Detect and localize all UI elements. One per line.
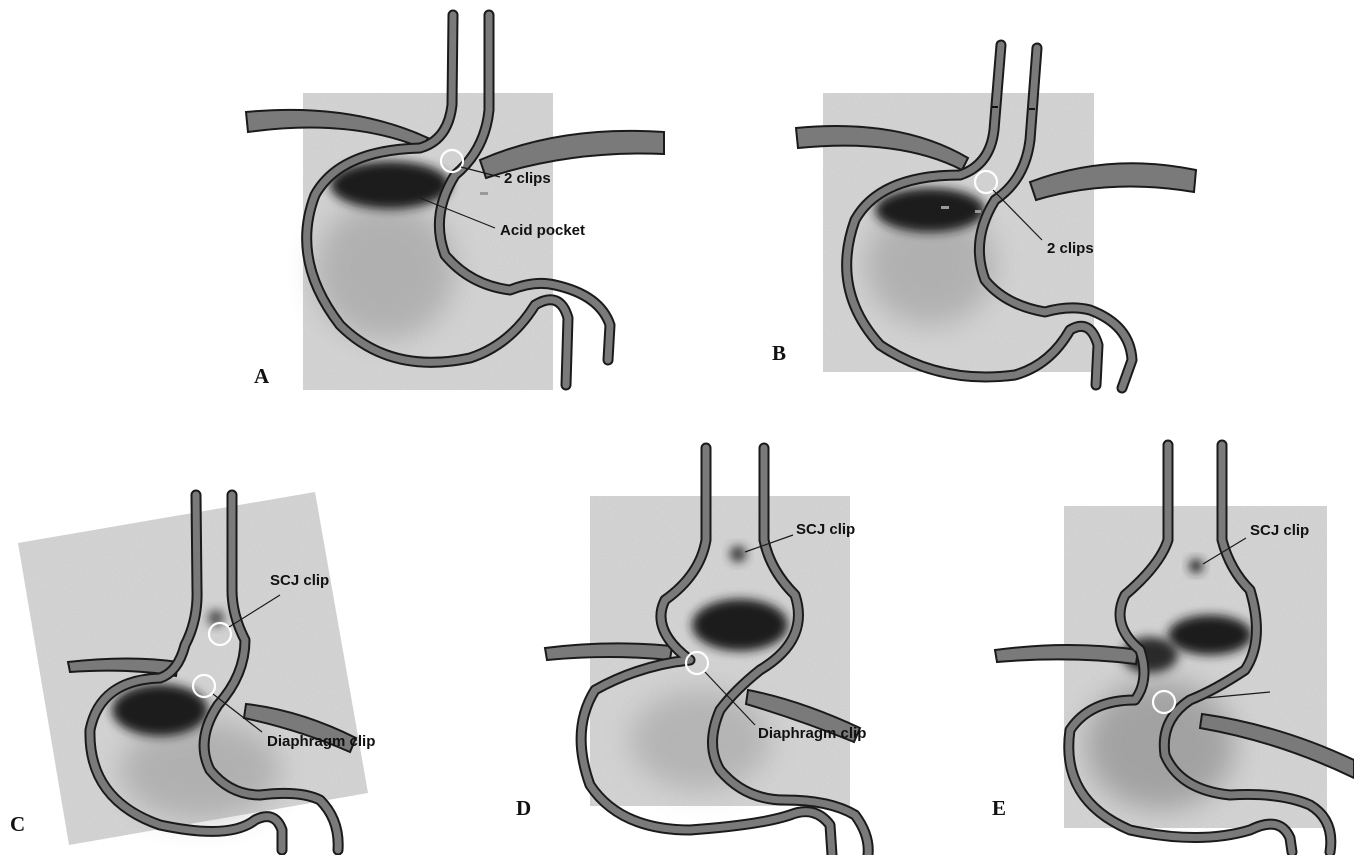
activity-d — [692, 599, 788, 651]
panel-b: 2 clips B — [772, 45, 1196, 388]
callout-scj-clip-e: SCJ clip — [1250, 522, 1309, 539]
tick-b-2 — [1029, 108, 1035, 110]
marker-b-2 — [975, 210, 981, 213]
panel-d: SCJ clip Diaphragm clip D — [516, 448, 868, 855]
scj-spot-e — [1189, 559, 1203, 573]
panel-letter-d: D — [516, 796, 531, 820]
callout-2-clips-a: 2 clips — [504, 170, 551, 187]
scj-spot-d — [730, 546, 746, 562]
marker-a — [480, 192, 488, 195]
panel-e: SCJ clip E — [992, 445, 1354, 852]
activity-b — [875, 188, 985, 232]
panel-letter-b: B — [772, 341, 786, 365]
callout-scj-clip-d: SCJ clip — [796, 521, 855, 538]
callout-scj-clip-c: SCJ clip — [270, 572, 329, 589]
panel-letter-c: C — [10, 812, 25, 836]
panel-c: SCJ clip Diaphragm clip C — [10, 492, 375, 850]
callout-diaphragm-clip-c: Diaphragm clip — [267, 733, 375, 750]
panel-letter-e: E — [992, 796, 1006, 820]
activity-e — [1168, 615, 1252, 655]
callout-acid-pocket-a: Acid pocket — [500, 222, 585, 239]
diaphragm-left-d — [545, 643, 672, 660]
panel-letter-a: A — [254, 364, 270, 388]
callout-diaphragm-clip-d: Diaphragm clip — [758, 725, 866, 742]
tick-b-1 — [992, 106, 998, 108]
callout-2-clips-b: 2 clips — [1047, 240, 1094, 257]
panel-a: 2 clips Acid pocket A — [246, 15, 664, 390]
marker-b-1 — [941, 206, 949, 209]
